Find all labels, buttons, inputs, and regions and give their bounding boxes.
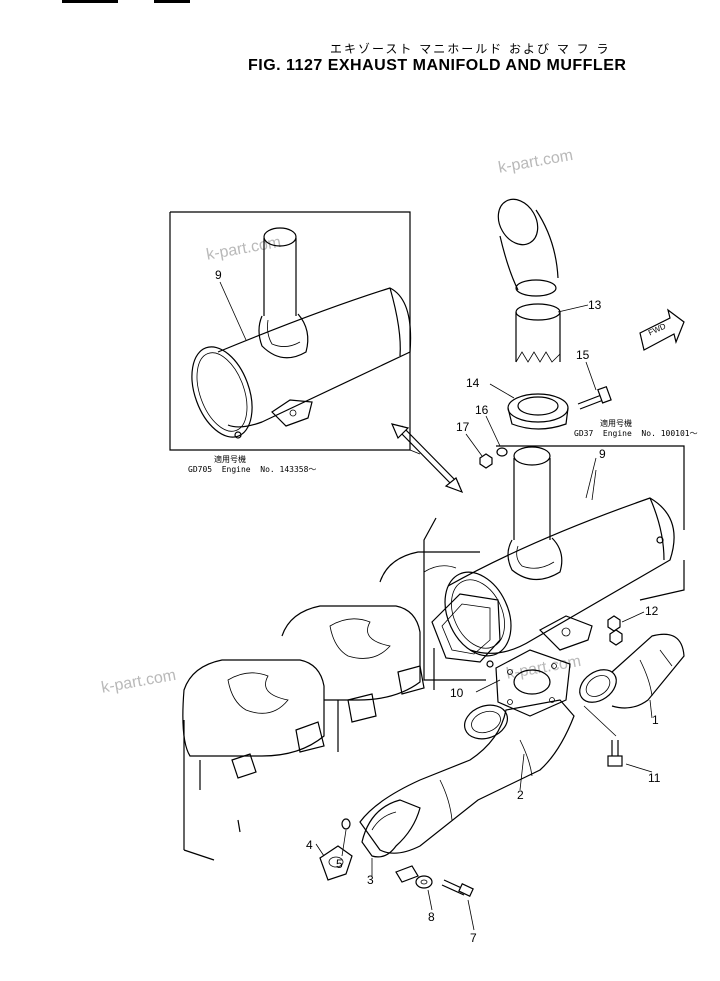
inset-muffler-9: [191, 227, 412, 439]
gasket-10: [475, 649, 571, 717]
callout-17: 17: [456, 420, 470, 434]
callout-11: 11: [648, 771, 661, 785]
main-applicability-frame: [423, 445, 685, 681]
leader-9: [591, 469, 597, 501]
callout-15: 15: [576, 348, 590, 362]
front-manifold-3: [361, 799, 421, 876]
main-applicable-engine: GD37 Engine No. 100101～: [574, 429, 698, 438]
clamp-14: [489, 383, 569, 430]
callout-inset-9: 9: [215, 268, 222, 282]
exhaust-manifold-2: [359, 699, 575, 854]
main-applicable-label: 適用号機: [600, 419, 632, 428]
muffler-9: [431, 446, 675, 668]
bolt-15: [577, 361, 612, 410]
callout-8: 8: [428, 910, 435, 924]
inset-applicable-engine: GD705 Engine No. 143358～: [188, 465, 317, 474]
bolt-11: [583, 705, 653, 773]
callout-7: 7: [470, 931, 477, 945]
nut-17: [465, 433, 493, 469]
washer-16: [485, 415, 508, 457]
callout-16: 16: [475, 403, 489, 417]
tailpipe-13: [497, 198, 589, 363]
inset-applicable-label: 適用号機: [214, 455, 246, 464]
callout-5: 5: [336, 857, 343, 871]
callout-10: 10: [450, 686, 464, 700]
figure-title-japanese: エキゾースト マニホールド および マ フ ラ: [330, 42, 611, 56]
callout-1: 1: [652, 713, 659, 727]
callout-4: 4: [306, 838, 313, 852]
reference-double-arrow: [390, 423, 464, 494]
bolt-7: [441, 879, 475, 931]
callout-14: 14: [466, 376, 480, 390]
callout-2: 2: [517, 788, 524, 802]
gasket-4: [315, 843, 353, 881]
forward-direction-arrow: [639, 308, 685, 351]
callout-12: 12: [645, 604, 659, 618]
figure-title: FIG. 1127 EXHAUST MANIFOLD AND MUFFLER: [248, 57, 627, 74]
seal-ring-5: [341, 818, 351, 857]
washer-8: [395, 865, 433, 911]
header-rule-right: [154, 0, 190, 3]
header-rule-left: [62, 0, 118, 3]
nuts-12: [607, 611, 645, 646]
inset-frame: [169, 211, 421, 455]
engine-cylinder-block: [182, 551, 480, 861]
callout-13: 13: [588, 298, 602, 312]
callout-3: 3: [367, 873, 374, 887]
exhaust-elbow-1: [579, 633, 685, 719]
callout-9: 9: [599, 447, 606, 461]
